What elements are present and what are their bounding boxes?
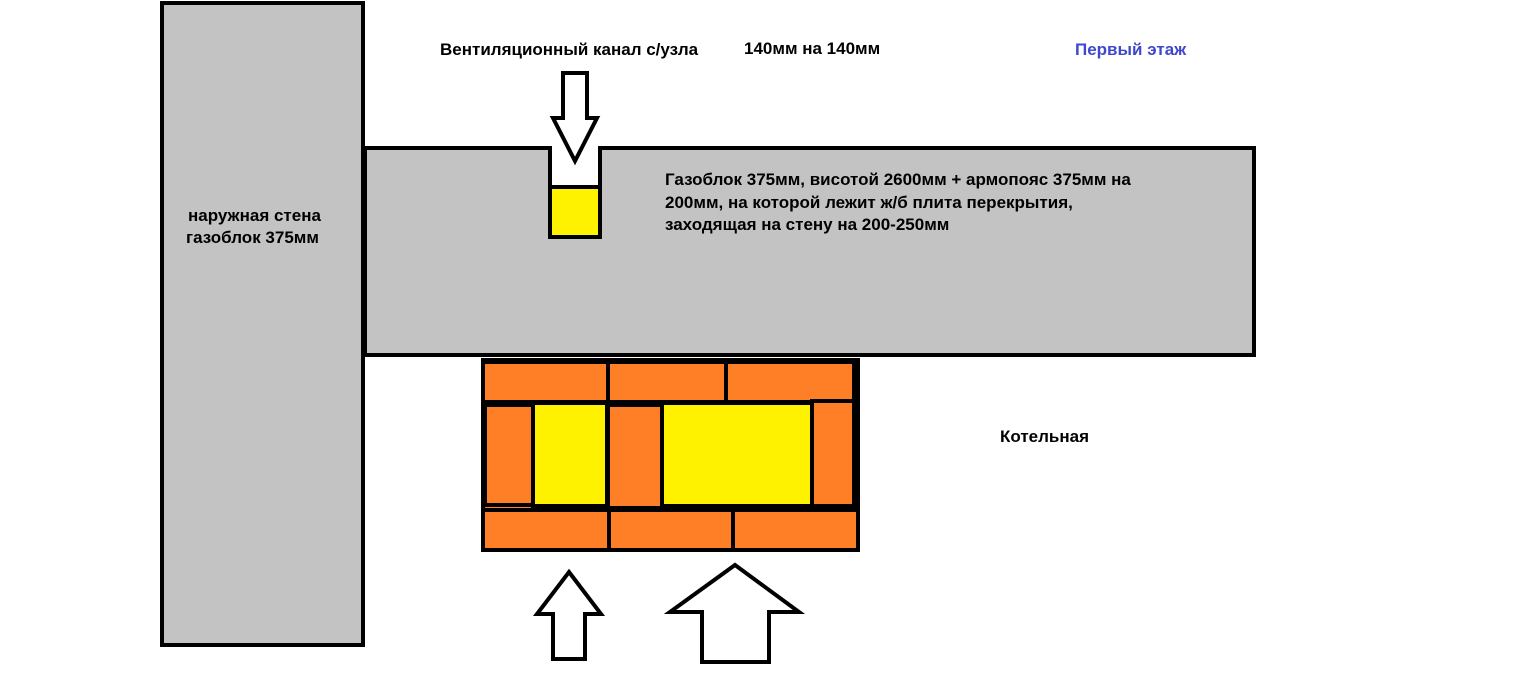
boiler-room-label: Котельная bbox=[1000, 427, 1089, 446]
arrow-up-icon bbox=[663, 562, 806, 664]
inner-wall-label-line1: Газоблок 375мм, висотой 2600мм + армопоя… bbox=[665, 170, 1131, 189]
arrow-up-icon bbox=[532, 568, 606, 661]
brick bbox=[483, 403, 535, 507]
brick bbox=[481, 360, 610, 404]
flue-channel-large bbox=[660, 401, 814, 508]
brick bbox=[606, 403, 664, 510]
arrow-down-icon bbox=[549, 71, 601, 166]
inner-wall-label-line2: 200мм, на которой лежит ж/б плита перекр… bbox=[665, 193, 1073, 212]
inner-wall bbox=[363, 146, 1256, 357]
ventilation-channel bbox=[548, 185, 602, 239]
brick bbox=[607, 508, 735, 552]
outer-wall bbox=[160, 1, 365, 647]
flue-channel-small bbox=[531, 401, 609, 508]
brick-chimney bbox=[481, 358, 860, 552]
inner-wall-label-line3: заходящая на стену на 200-250мм bbox=[665, 215, 949, 234]
brick bbox=[810, 399, 856, 508]
vent-size-label: 140мм на 140мм bbox=[744, 39, 880, 58]
brick bbox=[731, 508, 860, 552]
brick bbox=[481, 508, 611, 552]
floor-label: Первый этаж bbox=[1075, 40, 1187, 59]
outer-wall-label-line2: газоблок 375мм bbox=[186, 228, 319, 247]
brick bbox=[606, 360, 728, 404]
brick bbox=[724, 360, 856, 404]
outer-wall-label-line1: наружная стена bbox=[188, 206, 321, 225]
vent-channel-label: Вентиляционный канал с/узла bbox=[440, 40, 699, 59]
